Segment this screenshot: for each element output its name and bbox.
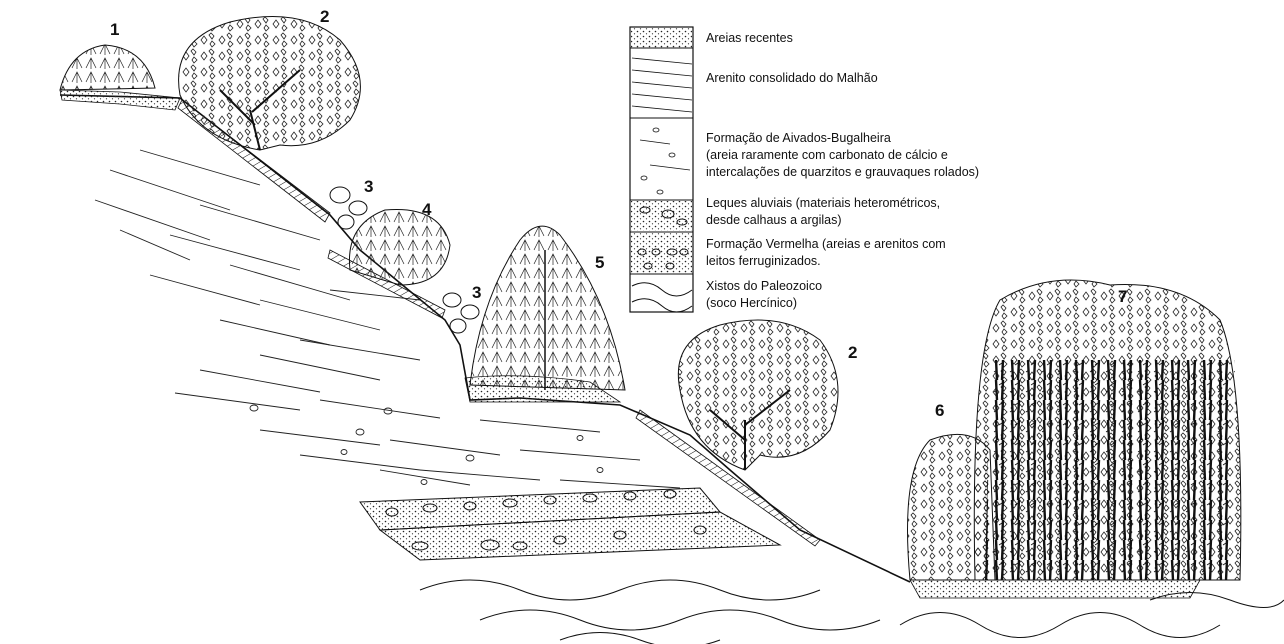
label-5: 5 xyxy=(595,253,604,272)
legend-xistos-line2: (soco Hercínico) xyxy=(706,296,797,310)
label-3-lower: 3 xyxy=(472,283,481,302)
legend-aivados-line1: Formação de Aivados-Bugalheira xyxy=(706,131,891,145)
hillside xyxy=(59,89,1284,644)
vegetation xyxy=(59,16,1242,581)
label-2-lower: 2 xyxy=(848,343,857,362)
label-6: 6 xyxy=(935,401,944,420)
vegetation-number-labels: 1 2 3 4 5 3 2 6 7 xyxy=(110,7,1127,420)
legend-arenito-malhao: Arenito consolidado do Malhão xyxy=(706,71,878,85)
legend-vermelha-line2: leitos ferruginizados. xyxy=(706,254,821,268)
shrub-1 xyxy=(59,44,156,91)
tree-5 xyxy=(469,225,626,391)
legend-aivados-line2: (areia raramente com carbonato de cálcio… xyxy=(706,148,948,162)
legend-aivados-line3: intercalações de quarzitos e grauvaques … xyxy=(706,165,979,179)
tree-2-lower xyxy=(677,319,839,471)
legend-leques-line1: Leques aluviais (materiais heterométrico… xyxy=(706,196,940,210)
legend-areias-recentes: Areias recentes xyxy=(706,31,793,45)
shrub-3-upper xyxy=(329,186,368,230)
label-2-upper: 2 xyxy=(320,7,329,26)
label-1: 1 xyxy=(110,20,119,39)
tree-2-upper xyxy=(178,16,361,151)
forest-7 xyxy=(973,279,1242,581)
shrub-3-lower xyxy=(442,292,480,334)
legend-labels: Areias recentes Arenito consolidado do M… xyxy=(706,31,979,310)
legend-vermelha-line1: Formação Vermelha (areias e arenitos com xyxy=(706,237,946,251)
legend-leques-line2: desde calhaus a argilas) xyxy=(706,213,842,227)
shrub-4 xyxy=(348,208,451,286)
label-7: 7 xyxy=(1118,287,1127,306)
label-3-upper: 3 xyxy=(364,177,373,196)
stratigraphic-column xyxy=(629,26,694,313)
legend-xistos-line1: Xistos do Paleozoico xyxy=(706,279,822,293)
label-4: 4 xyxy=(422,200,432,219)
